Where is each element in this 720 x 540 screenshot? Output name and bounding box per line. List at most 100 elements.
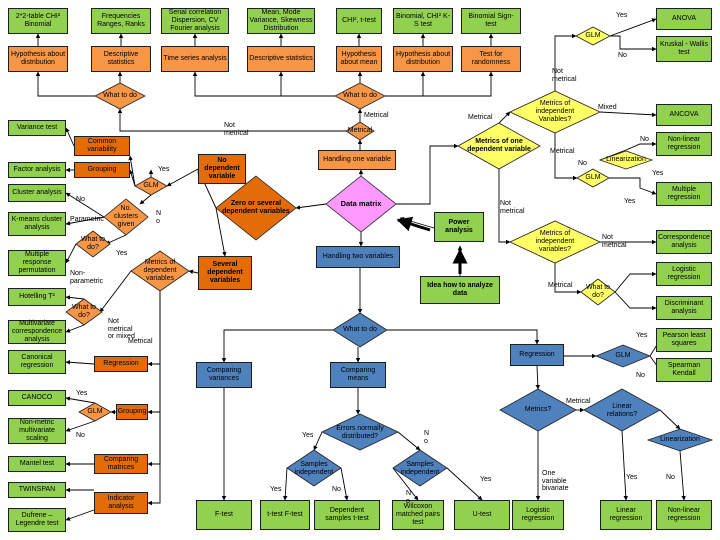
grouping2-box: Grouping — [116, 404, 148, 420]
connector — [313, 431, 323, 451]
connector — [65, 127, 75, 147]
edge-label: Parametric — [70, 216, 104, 223]
anova-box: ANOVA — [656, 8, 712, 30]
metrics-question-diamond — [499, 388, 577, 432]
errors-normal-diamond — [321, 413, 399, 451]
kruskal-box: Kruskal - Wallis test — [656, 36, 712, 62]
edge-label: Metrical — [128, 338, 153, 345]
connector — [340, 467, 349, 501]
linear-relations-diamond — [583, 388, 661, 432]
linear-regression-box: Linear regression — [600, 500, 652, 530]
linearization-bottom-text: Linearization — [660, 436, 700, 444]
connector — [554, 33, 577, 91]
handling-one-variable-box: Handling one variable — [318, 150, 396, 170]
edge-label: Yes — [626, 474, 638, 481]
frequencies-box: Frequencies Ranges, Ranks — [91, 8, 151, 34]
hypothesis-mean-box: Hypothesis about mean — [336, 46, 382, 72]
connector — [659, 409, 681, 430]
regression-orange-box: Regression — [94, 356, 148, 372]
metrics-independent-2-text: Metrics of independent variables? — [535, 230, 575, 253]
connector — [65, 509, 95, 521]
connector — [609, 18, 657, 37]
edge-label: Metrical — [364, 112, 389, 119]
factor-analysis-box: Factor analysis — [8, 162, 66, 178]
edge-label: Non-parametric — [70, 270, 104, 285]
edge-label: Not metrical — [552, 68, 577, 83]
discriminant-analysis-box: Discriminant analysis — [656, 296, 712, 320]
connector — [99, 270, 132, 313]
connector — [554, 263, 582, 295]
connector — [283, 467, 288, 501]
edge-label: N o — [424, 430, 430, 445]
chi-ttest-box: CHI², t-test — [336, 8, 382, 34]
idea-box: Idea how to analyze data — [420, 276, 500, 304]
connector — [65, 396, 96, 404]
edge-label: No — [76, 196, 85, 203]
what-to-do-left2-diamond — [65, 298, 103, 326]
connector — [610, 35, 657, 52]
dependent-samples-box: Dependent samples t-test — [314, 500, 380, 530]
multiple-response-box: Multiple response permutation — [8, 250, 66, 276]
glm-left2-diamond — [78, 402, 112, 422]
descriptive-statistics-right-box: Descriptive statistics — [247, 46, 315, 72]
edge-label: No — [618, 52, 627, 59]
what-to-do-center-diamond — [332, 312, 388, 348]
no-clusters-text: No. clusters given — [113, 205, 139, 228]
connector — [397, 431, 421, 451]
connector — [65, 420, 96, 432]
connector — [498, 169, 511, 245]
connector — [129, 169, 136, 187]
chi2x2-box: 2*2-table CHI² Binomial — [8, 8, 68, 34]
edge-label: Not metrical or mixed — [108, 318, 135, 341]
connector — [599, 141, 657, 161]
edge-label: Not metrical — [500, 200, 525, 215]
what-to-do-right-text: What to do? — [585, 284, 611, 299]
connector — [166, 168, 199, 187]
hypothesis-distribution-right-box: Hypothesis about distribution — [393, 46, 453, 72]
edge-label: N o — [156, 210, 162, 225]
canoco-box: CANOCO — [8, 390, 66, 406]
what-to-do-top-text: What to do — [343, 92, 377, 100]
ftest-box: F-test — [196, 500, 252, 530]
metrics-dependent-diamond — [457, 122, 541, 170]
edge-label: No — [640, 136, 649, 143]
edge-label: No — [76, 432, 85, 439]
connector — [192, 71, 335, 97]
connector — [65, 243, 77, 264]
connector — [621, 430, 629, 501]
metrics-dependent-variables-text: Metrics of dependent variables — [143, 259, 177, 282]
edge-label: Yes — [270, 486, 282, 493]
no-dependent-box: No dependent variable — [198, 154, 246, 184]
metrics-independent-1-diamond — [509, 90, 601, 134]
connector — [535, 365, 541, 390]
edge-label: One variable bivariate — [542, 470, 569, 493]
variance-test-box: Variance test — [8, 120, 66, 136]
regression-blue-box: Regression — [510, 344, 564, 366]
what-to-do-right-diamond — [580, 278, 616, 306]
metrics-dependent-variables-diamond — [130, 250, 190, 292]
kmeans-box: K-means cluster analysis — [8, 212, 66, 236]
connector — [599, 111, 657, 118]
glm-mid-text: GLM — [585, 174, 601, 182]
connector — [295, 203, 327, 210]
descriptive-statistics-box: Descriptive statistics — [91, 46, 151, 72]
glm-left-diamond — [134, 176, 168, 196]
glm-mid-diamond — [576, 168, 610, 188]
correspondence-analysis-box: Correspondence analysis — [656, 230, 712, 254]
samples-independent-right-text: Samples independent — [400, 461, 440, 476]
zero-several-diamond — [215, 175, 297, 241]
wilcoxon-box: Wilcoxon matched pairs test — [392, 500, 444, 530]
edge-label: Not metrical — [224, 122, 249, 137]
pearson-box: Pearson least squares — [656, 328, 712, 352]
edge-label: No — [332, 486, 341, 493]
connector — [614, 291, 657, 311]
edge-label: N o — [406, 490, 412, 505]
test-randomness-box: Test for randomness — [461, 46, 521, 72]
spearman-box: Spearman Kendall — [656, 358, 712, 382]
nonlinear-regression-top-box: Non-linear regression — [656, 132, 712, 156]
connector — [65, 216, 105, 226]
edge-label: Yes — [652, 170, 664, 177]
power-analysis-box: Power analysis — [434, 212, 484, 242]
connector — [396, 143, 459, 205]
